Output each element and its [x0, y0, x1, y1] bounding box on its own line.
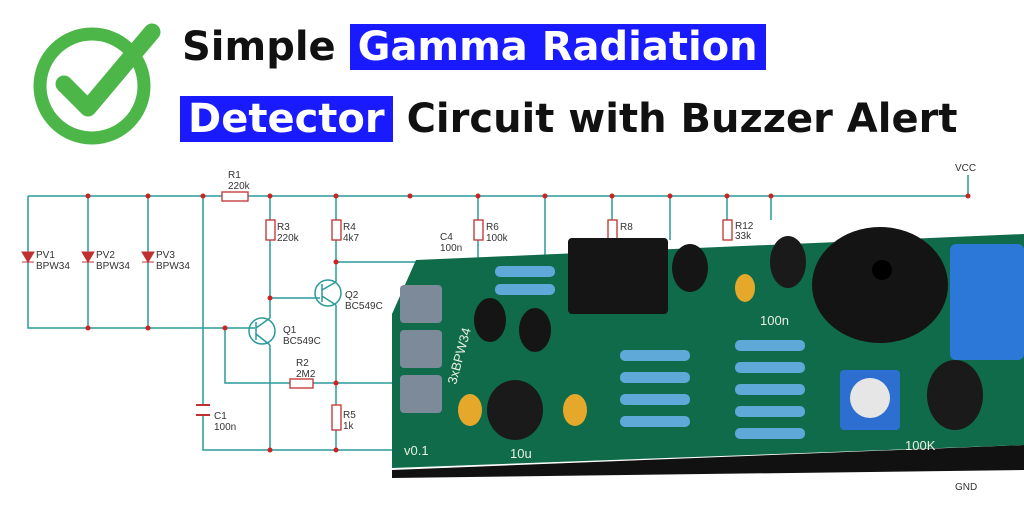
capacitor-10u	[770, 236, 806, 288]
resistor-r1	[221, 191, 249, 202]
r2-value: 2M2	[296, 369, 316, 380]
q2-value: BC549C	[345, 301, 383, 312]
photodiode-pad	[400, 285, 442, 323]
r3-value: 220k	[277, 233, 300, 244]
resistor-r8	[607, 219, 618, 241]
pv1-value: BPW34	[36, 261, 70, 272]
r5-ref: R5	[343, 410, 356, 421]
photodiode-pv1	[21, 251, 35, 263]
ic-chip	[568, 238, 668, 314]
photodiode-pad	[400, 375, 442, 413]
pcb-label-10u: 10u	[510, 446, 532, 461]
title-plain-2: Circuit with Buzzer Alert	[406, 96, 958, 142]
photodiode-pad	[400, 330, 442, 368]
c4-value: 100n	[440, 243, 462, 254]
r1-ref: R1	[228, 170, 241, 181]
r8-ref: R8	[620, 222, 633, 233]
capacitor-10u	[487, 380, 543, 440]
pv3-ref: PV3	[156, 250, 175, 261]
resistor-r12	[722, 219, 733, 241]
pv2-value: BPW34	[96, 261, 130, 272]
pv3-value: BPW34	[156, 261, 190, 272]
r4-value: 4k7	[343, 233, 360, 244]
pcb-version: v0.1	[404, 443, 429, 458]
c1-value: 100n	[214, 422, 236, 433]
schematic-labels: R1 220k R3 220k R4 4k7 PV1 BPW34 PV2 BPW…	[36, 163, 977, 493]
gnd-label: GND	[955, 482, 977, 493]
r2-ref: R2	[296, 358, 309, 369]
resistor-r3	[265, 219, 276, 241]
r3-ref: R3	[277, 222, 290, 233]
r5-value: 1k	[343, 421, 355, 432]
resistor-r4	[331, 219, 342, 241]
transistors	[248, 279, 342, 346]
circuit-image: R1 220k R3 220k R4 4k7 PV1 BPW34 PV2 BPW…	[21, 163, 1024, 493]
capacitor-c1	[196, 404, 210, 416]
pv1-ref: PV1	[36, 250, 55, 261]
c1-ref: C1	[214, 411, 227, 422]
pcb-label-100k: 100K	[905, 438, 936, 453]
pcb-photo: v0.1 10u 100n 100K 3xBPW34	[392, 227, 1024, 478]
c4-ref: C4	[440, 232, 453, 243]
check-circle-icon	[33, 23, 161, 145]
resistor-r5	[331, 404, 342, 431]
transistor-q2	[314, 279, 342, 307]
pcb-label-100n: 100n	[760, 313, 789, 328]
resistors	[221, 191, 733, 431]
resistor-r2	[289, 378, 314, 389]
r6-value: 100k	[486, 233, 509, 244]
vcc-label: VCC	[955, 163, 976, 174]
title-line-1: Simple Gamma Radiation	[182, 22, 766, 72]
terminal-block	[950, 244, 1024, 360]
nodes	[85, 193, 971, 453]
transistor-q1	[248, 317, 276, 345]
q1-ref: Q1	[283, 325, 297, 336]
r4-ref: R4	[343, 222, 356, 233]
resistor-r6	[473, 219, 484, 241]
capacitor-100u	[927, 360, 983, 430]
photodiodes	[21, 251, 155, 263]
r6-ref: R6	[486, 222, 499, 233]
r12-ref: R12	[735, 221, 754, 232]
q2-ref: Q2	[345, 290, 359, 301]
r12-value: 33k	[735, 231, 752, 242]
title-plain-1: Simple	[182, 24, 336, 70]
title-highlight-1: Gamma Radiation	[349, 24, 766, 70]
photodiode-pv3	[141, 251, 155, 263]
r1-value: 220k	[228, 181, 251, 192]
pv2-ref: PV2	[96, 250, 115, 261]
title-highlight-2: Detector	[180, 96, 393, 142]
buzzer	[812, 227, 948, 343]
q1-value: BC549C	[283, 336, 321, 347]
title-line-2: Detector Circuit with Buzzer Alert	[180, 94, 957, 144]
photodiode-pv2	[81, 251, 95, 263]
